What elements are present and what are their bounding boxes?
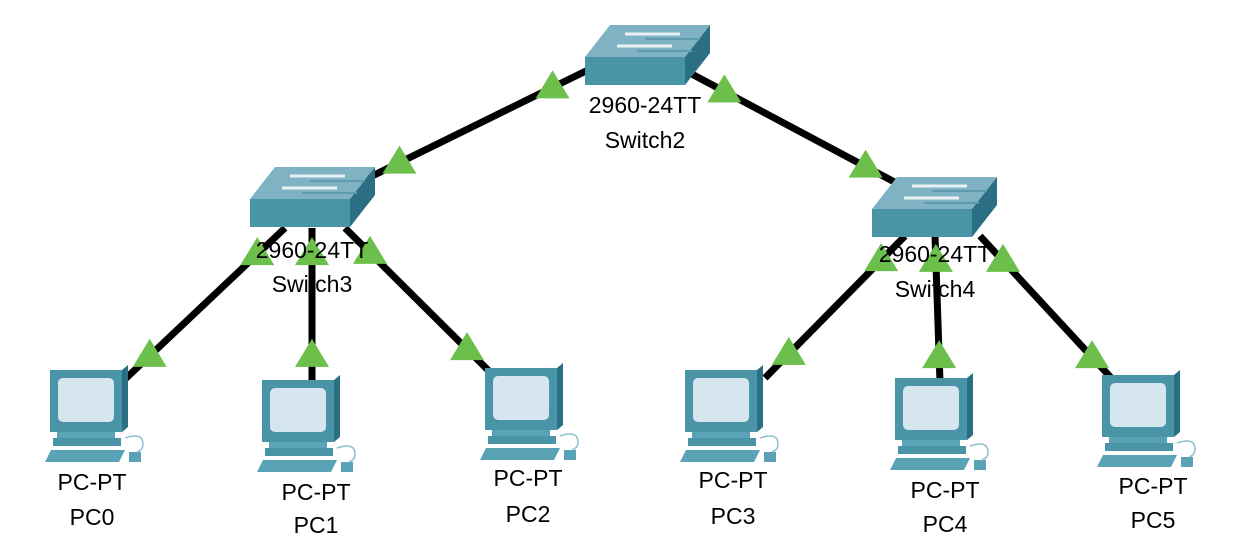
link-up-indicator-icon bbox=[535, 70, 570, 99]
pc5-label: PC-PT PC5 bbox=[1119, 473, 1188, 533]
link-up-indicator-icon bbox=[1075, 340, 1110, 369]
switch-switch3[interactable] bbox=[250, 167, 375, 227]
device-name-label: PC5 bbox=[1131, 507, 1176, 533]
pc-pc1[interactable] bbox=[257, 375, 356, 472]
pc-pc3[interactable] bbox=[680, 365, 779, 462]
link-up-indicator-icon bbox=[295, 338, 329, 367]
device-name-label: Switch3 bbox=[272, 271, 353, 297]
device-name-label: Switch4 bbox=[895, 276, 976, 302]
devices-layer bbox=[45, 25, 1196, 472]
device-name-label: PC1 bbox=[294, 512, 339, 538]
link-up-indicator-icon bbox=[922, 340, 957, 369]
device-model-label: PC-PT bbox=[699, 467, 768, 493]
link-up-indicator-icon bbox=[864, 243, 899, 272]
device-model-label: 2960-24TT bbox=[589, 92, 702, 118]
pc3-label: PC-PT PC3 bbox=[699, 467, 768, 529]
link-up-indicator-icon bbox=[771, 336, 806, 365]
device-name-label: PC2 bbox=[506, 501, 551, 527]
device-model-label: 2960-24TT bbox=[879, 241, 992, 267]
link-lights-layer bbox=[132, 70, 1110, 369]
switch3-label: 2960-24TT Switch3 bbox=[256, 237, 369, 297]
link-up-indicator-icon bbox=[450, 332, 485, 361]
link-up-indicator-icon bbox=[352, 235, 387, 264]
pc0-label: PC-PT PC0 bbox=[58, 469, 127, 530]
switch4-label: 2960-24TT Switch4 bbox=[879, 241, 992, 302]
device-model-label: PC-PT bbox=[911, 477, 980, 503]
device-name-label: PC3 bbox=[711, 503, 756, 529]
switch-switch2[interactable] bbox=[585, 25, 710, 85]
device-model-label: PC-PT bbox=[494, 465, 563, 491]
device-name-label: PC0 bbox=[70, 504, 115, 530]
labels-layer: 2960-24TTSwitch22960-24TTSwitch32960-24T… bbox=[58, 92, 1188, 538]
device-model-label: PC-PT bbox=[282, 479, 351, 505]
pc2-label: PC-PT PC2 bbox=[494, 465, 563, 527]
link-up-indicator-icon bbox=[848, 149, 883, 178]
link-up-indicator-icon bbox=[132, 338, 167, 367]
device-name-label: PC4 bbox=[923, 511, 968, 537]
pc-pc2[interactable] bbox=[480, 363, 579, 460]
switch-switch4[interactable] bbox=[872, 177, 997, 237]
device-model-label: PC-PT bbox=[1119, 473, 1188, 499]
pc4-label: PC-PT PC4 bbox=[911, 477, 980, 537]
link-up-indicator-icon bbox=[918, 243, 953, 272]
pc-pc5[interactable] bbox=[1097, 370, 1196, 467]
link-up-indicator-icon bbox=[707, 74, 742, 103]
link-up-indicator-icon bbox=[382, 145, 417, 174]
link-up-indicator-icon bbox=[295, 237, 329, 266]
switch2-label: 2960-24TT Switch2 bbox=[589, 92, 702, 153]
link-up-indicator-icon bbox=[985, 243, 1020, 272]
pc1-label: PC-PT PC1 bbox=[282, 479, 351, 538]
device-model-label: 2960-24TT bbox=[256, 237, 369, 263]
pc-pc0[interactable] bbox=[45, 365, 144, 462]
device-model-label: PC-PT bbox=[58, 469, 127, 495]
device-name-label: Switch2 bbox=[605, 127, 686, 153]
pc-pc4[interactable] bbox=[890, 373, 989, 470]
link-up-indicator-icon bbox=[240, 237, 275, 266]
